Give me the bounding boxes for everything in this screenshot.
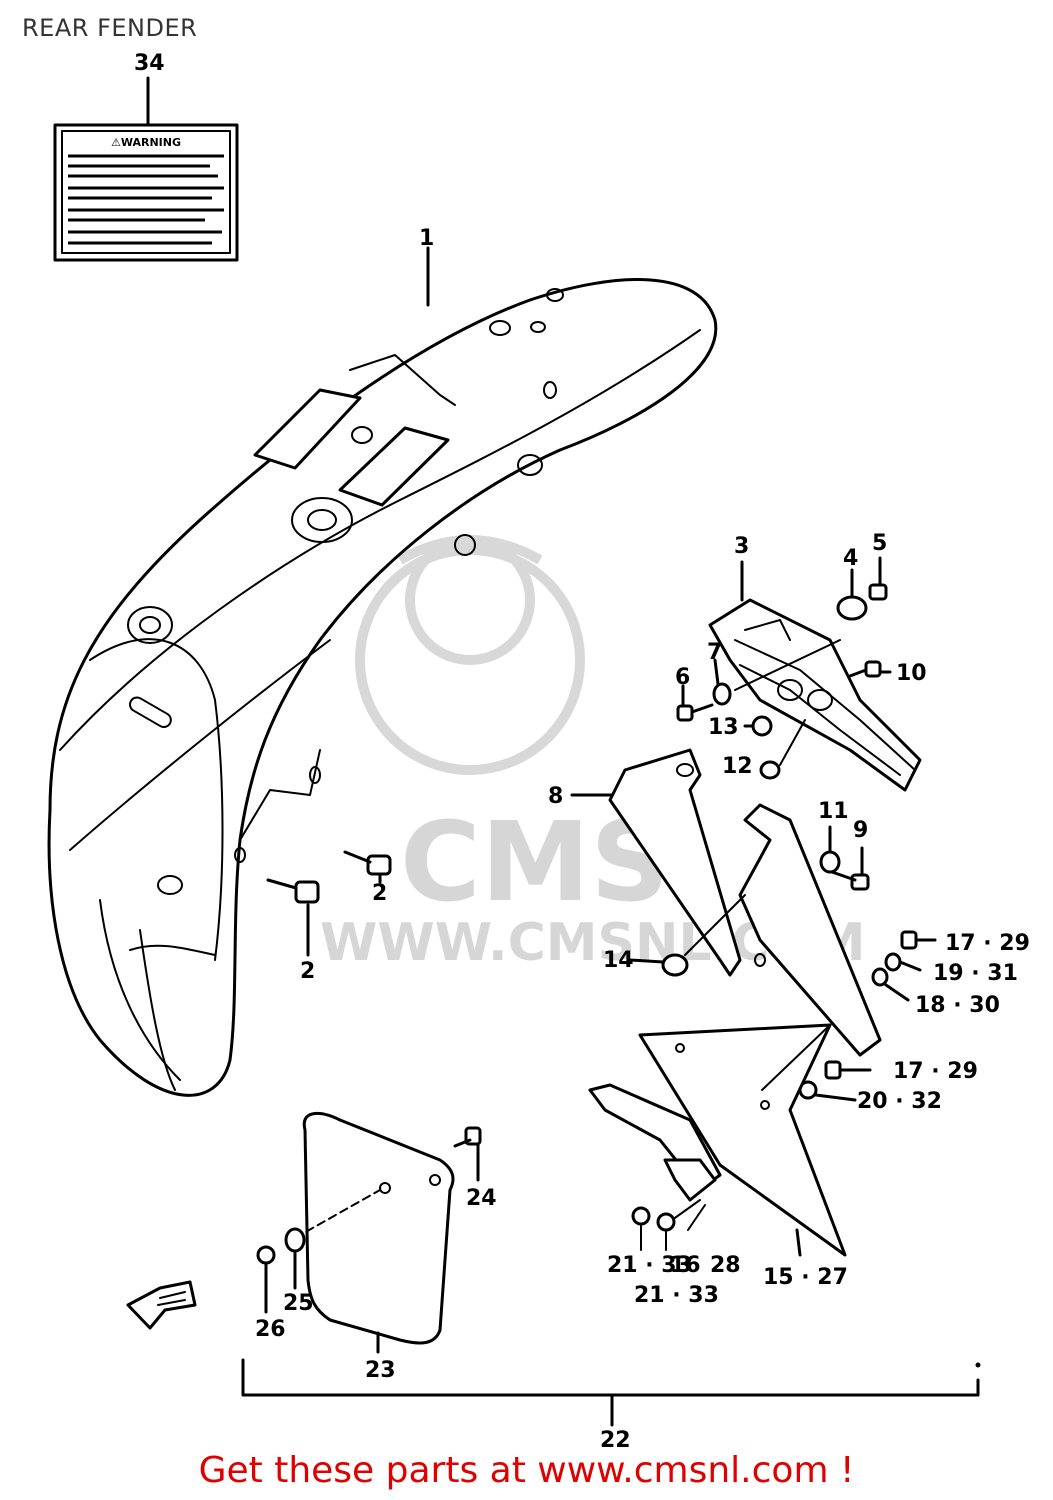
bolt-24 [453,1126,482,1182]
washer-11 [819,825,841,874]
callout-34: 34 [134,51,165,76]
bolt-10 [848,660,892,678]
callout-5: 5 [872,531,887,556]
washer-25 [284,1227,306,1290]
bolt-17-lower [824,1060,872,1080]
washer-19 [884,952,922,972]
cap-5 [868,556,888,601]
nut-12 [759,719,806,780]
bolt-6 [676,684,714,722]
side-cover-23 [294,1111,455,1354]
callout-labels: 34 1 2 2 3 4 5 6 7 8 9 10 11 12 13 14 15… [134,51,1030,1450]
nut-26 [256,1245,276,1314]
callout-13: 13 [708,715,739,740]
license-plate-15 [638,1023,847,1257]
license-bracket [708,560,922,792]
callout-24: 24 [466,1186,497,1211]
callout-16: 16 [670,1253,701,1278]
callout-21-33-a: 21 · 33 [607,1253,692,1278]
callout-17-29-lower: 17 · 29 [893,1059,978,1084]
callout-19-31: 19 · 31 [933,961,1018,986]
callout-28: 28 [710,1253,741,1278]
callout-11: 11 [818,799,849,824]
washer-20 [798,1080,857,1102]
callout-8: 8 [548,784,563,809]
callout-7: 7 [707,640,722,665]
buy-parts-link[interactable]: Get these parts at www.cmsnl.com ! [198,1450,855,1491]
callout-2-upper: 2 [372,881,387,906]
washer-7 [712,658,732,706]
callout-23: 23 [365,1358,396,1383]
callout-15-27: 15 · 27 [763,1265,848,1290]
warning-label-heading: ⚠WARNING [111,136,181,149]
nut-4 [836,568,868,621]
callout-26: 26 [255,1317,286,1342]
callout-1: 1 [419,226,434,251]
callout-3: 3 [734,534,749,559]
callout-2-lower: 2 [300,959,315,984]
callout-20-32: 20 · 32 [857,1089,942,1114]
callout-21-33-b: 21 · 33 [634,1283,719,1308]
callout-22: 22 [600,1428,631,1450]
reflector-bracket-16 [588,1083,722,1231]
nut-21-b [656,1212,676,1251]
callout-17-29-upper: 17 · 29 [945,931,1030,956]
nut-21-a [631,1206,651,1251]
callout-4: 4 [843,546,858,571]
stay-plate [738,803,882,1057]
group-bracket-22 [241,1358,981,1427]
callout-9: 9 [853,818,868,843]
bolt-9 [830,846,870,891]
warning-label: ⚠WARNING [53,76,239,262]
nut-14 [628,894,746,977]
callout-6: 6 [675,665,690,690]
washer-18 [871,967,910,1002]
callout-18-30: 18 · 30 [915,993,1000,1018]
parts-diagram: CMS WWW.CMSNL.COM ⚠WARNING [47,51,1030,1450]
callout-14: 14 [603,948,634,973]
callout-10: 10 [896,661,927,686]
front-direction-arrow-icon [126,1280,197,1330]
bolt-17-upper [900,930,937,950]
washer-13 [743,715,773,737]
rear-fender [47,246,718,1097]
stay-8 [570,748,742,977]
bolt-2-lower [266,875,382,957]
bolt-2-upper [343,850,392,880]
callout-25: 25 [283,1291,314,1316]
page-title: REAR FENDER [22,14,198,42]
callout-12: 12 [722,754,753,779]
